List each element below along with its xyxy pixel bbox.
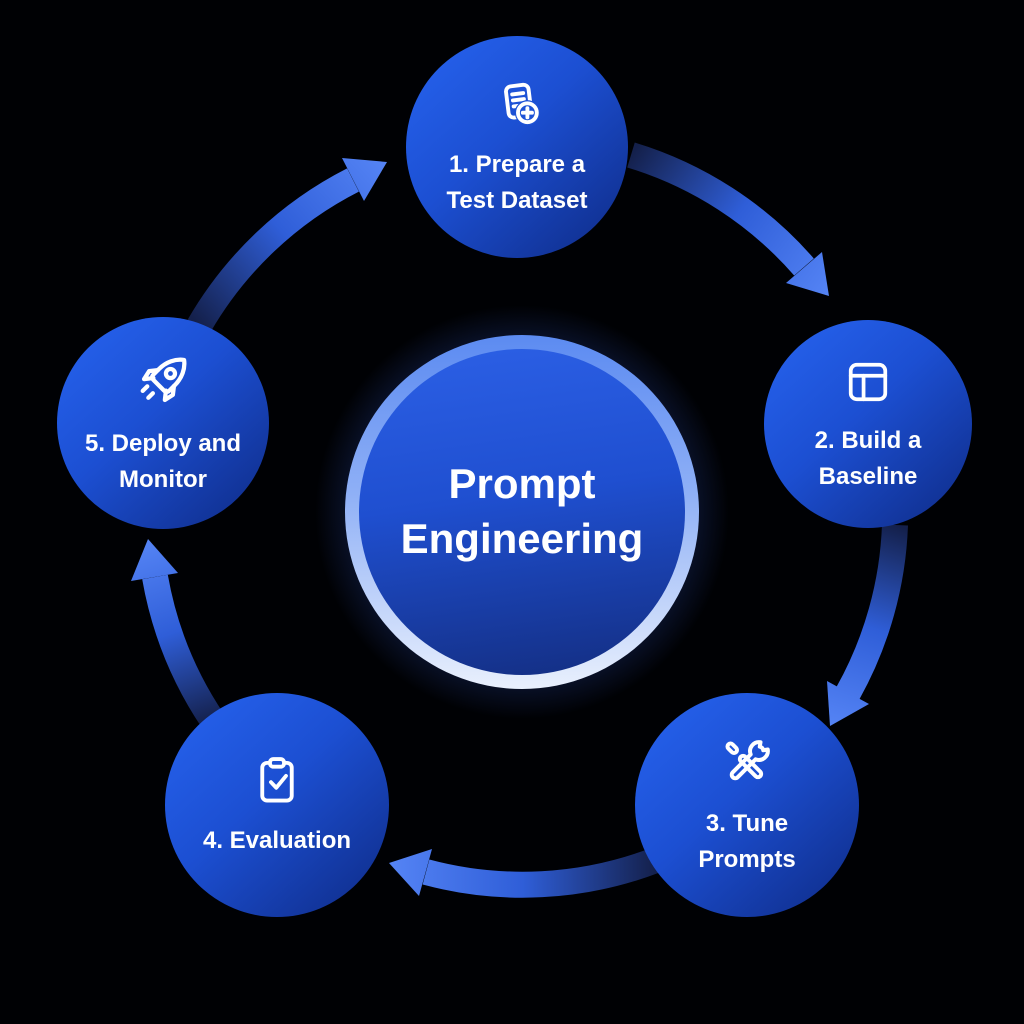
table-icon bbox=[848, 362, 888, 401]
step-node-4: 4. Evaluation bbox=[165, 693, 389, 917]
rocket-icon bbox=[140, 357, 187, 402]
step-label-4: 4. Evaluation bbox=[202, 826, 352, 854]
step-node-1: 1. Prepare a Test Dataset bbox=[406, 36, 628, 258]
step-label-2: 2. Build a Baseline bbox=[814, 426, 922, 490]
diagram-title: Prompt Engineering bbox=[400, 460, 644, 562]
arrowhead-icon bbox=[389, 849, 432, 896]
arrowhead-icon bbox=[342, 158, 387, 201]
arrowhead-icon bbox=[786, 252, 829, 296]
step-label-3: 3. Tune Prompts bbox=[698, 809, 796, 873]
step-node-5: 5. Deploy and Monitor bbox=[57, 317, 269, 529]
arrowhead-icon bbox=[827, 681, 869, 726]
arrow-step2-to-step3 bbox=[827, 524, 908, 726]
clipboard-check-icon bbox=[260, 756, 294, 803]
center-ring: Prompt Engineering bbox=[345, 335, 699, 689]
step-node-3: 3. Tune Prompts bbox=[635, 693, 859, 917]
step-label-5: 5. Deploy and Monitor bbox=[84, 429, 242, 493]
arrowhead-icon bbox=[131, 539, 178, 581]
arrow-step5-to-step1 bbox=[187, 158, 387, 333]
step-node-2: 2. Build a Baseline bbox=[764, 320, 972, 528]
arrow-step4-to-step5 bbox=[131, 539, 224, 729]
wrench-screwdriver-icon bbox=[725, 739, 770, 780]
arrow-step1-to-step2 bbox=[627, 142, 829, 296]
step-label-1: 1. Prepare a Test Dataset bbox=[446, 150, 588, 214]
center-circle: Prompt Engineering bbox=[359, 349, 685, 675]
document-add-icon bbox=[504, 82, 540, 125]
arrow-step3-to-step4 bbox=[389, 847, 661, 898]
